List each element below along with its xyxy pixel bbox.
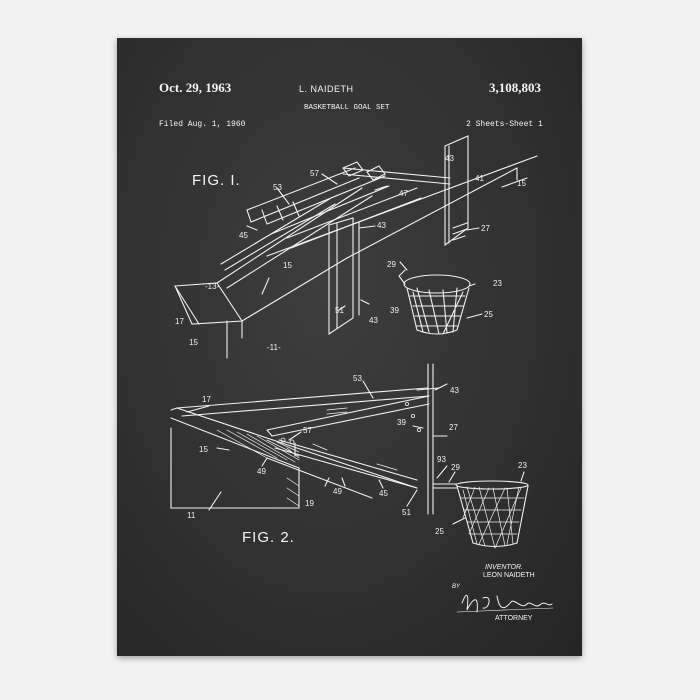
ref-label: 29 (387, 260, 396, 269)
ref-label: 47 (399, 189, 408, 198)
fig2-ground-block (170, 427, 300, 509)
patent-date: Oct. 29, 1963 (159, 80, 232, 95)
ref-label: 23 (518, 461, 527, 470)
ref-label: 15 (517, 179, 526, 188)
ref-label: 57 (310, 169, 319, 178)
patent-title: BASKETBALL GOAL SET (304, 104, 390, 112)
patent-poster: Oct. 29, 1963 L. NAIDETH 3,108,803 BASKE… (117, 38, 582, 656)
fig2-net (456, 485, 529, 548)
ref-label: 51 (335, 306, 344, 315)
ref-label: 27 (481, 224, 490, 233)
fig1-net (406, 287, 470, 335)
ref-label: 19 (305, 499, 314, 508)
ref-label: 43 (377, 221, 386, 230)
attorney-signature (456, 594, 554, 613)
fig2-reference-numbers: 53 43 17 39 27 57 15 93 29 23 49 19 49 4… (187, 374, 527, 536)
filed-date: Filed Aug. 1, 1960 (159, 120, 246, 129)
ref-label: 43 (450, 386, 459, 395)
ref-label: 43 (369, 316, 378, 325)
sheet-count: 2 Sheets-Sheet 1 (466, 120, 543, 129)
ref-label: 53 (353, 374, 362, 383)
ref-label: 43 (445, 154, 454, 163)
ref-label: 15 (283, 261, 292, 270)
fig1-backboard (444, 135, 469, 247)
fig2-hoop (455, 480, 529, 490)
attorney-label: ATTORNEY (495, 615, 533, 622)
inventor-full-name: LEON NAIDETH (483, 572, 535, 579)
ref-label: 11 (187, 511, 196, 520)
ref-label: -11- (267, 343, 281, 352)
ref-label: 49 (257, 467, 266, 476)
ref-label: 53 (273, 183, 282, 192)
inventor-header: L. NAIDETH (299, 84, 354, 94)
fig1-hoop (403, 274, 471, 294)
by-label: BY (452, 584, 461, 590)
inventor-label: INVENTOR. (485, 564, 523, 571)
fig2-label: FIG. 2. (242, 529, 295, 546)
ref-label: 29 (451, 463, 460, 472)
patent-number: 3,108,803 (489, 80, 541, 95)
fig1-label: FIG. I. (192, 172, 241, 189)
fig1-drawing (174, 135, 538, 359)
ref-label: 49 (333, 487, 342, 496)
ref-label: 45 (239, 231, 248, 240)
fig1-post-plate (328, 217, 354, 336)
ref-label: 15 (189, 338, 198, 347)
ref-label: 51 (402, 508, 411, 517)
ref-label: 25 (435, 527, 444, 536)
ref-label: 27 (449, 423, 458, 432)
patent-drawing: 57 43 41 15 53 47 43 27 45 15 29 23 -13-… (170, 135, 554, 613)
ref-label: 25 (484, 310, 493, 319)
ref-label: 45 (379, 489, 388, 498)
ref-label: 17 (175, 317, 184, 326)
ref-label: 57 (303, 426, 312, 435)
ref-label: 39 (397, 418, 406, 427)
ref-label: 23 (493, 279, 502, 288)
ref-label: 93 (437, 455, 446, 464)
ref-label: 15 (199, 445, 208, 454)
fig2-drawing (170, 363, 529, 549)
fig1-reference-numbers: 57 43 41 15 53 47 43 27 45 15 29 23 -13-… (175, 154, 526, 352)
ref-label: 41 (475, 174, 484, 183)
ref-label: 39 (390, 306, 399, 315)
ref-label: -13- (205, 282, 220, 291)
ref-label: 17 (202, 395, 211, 404)
